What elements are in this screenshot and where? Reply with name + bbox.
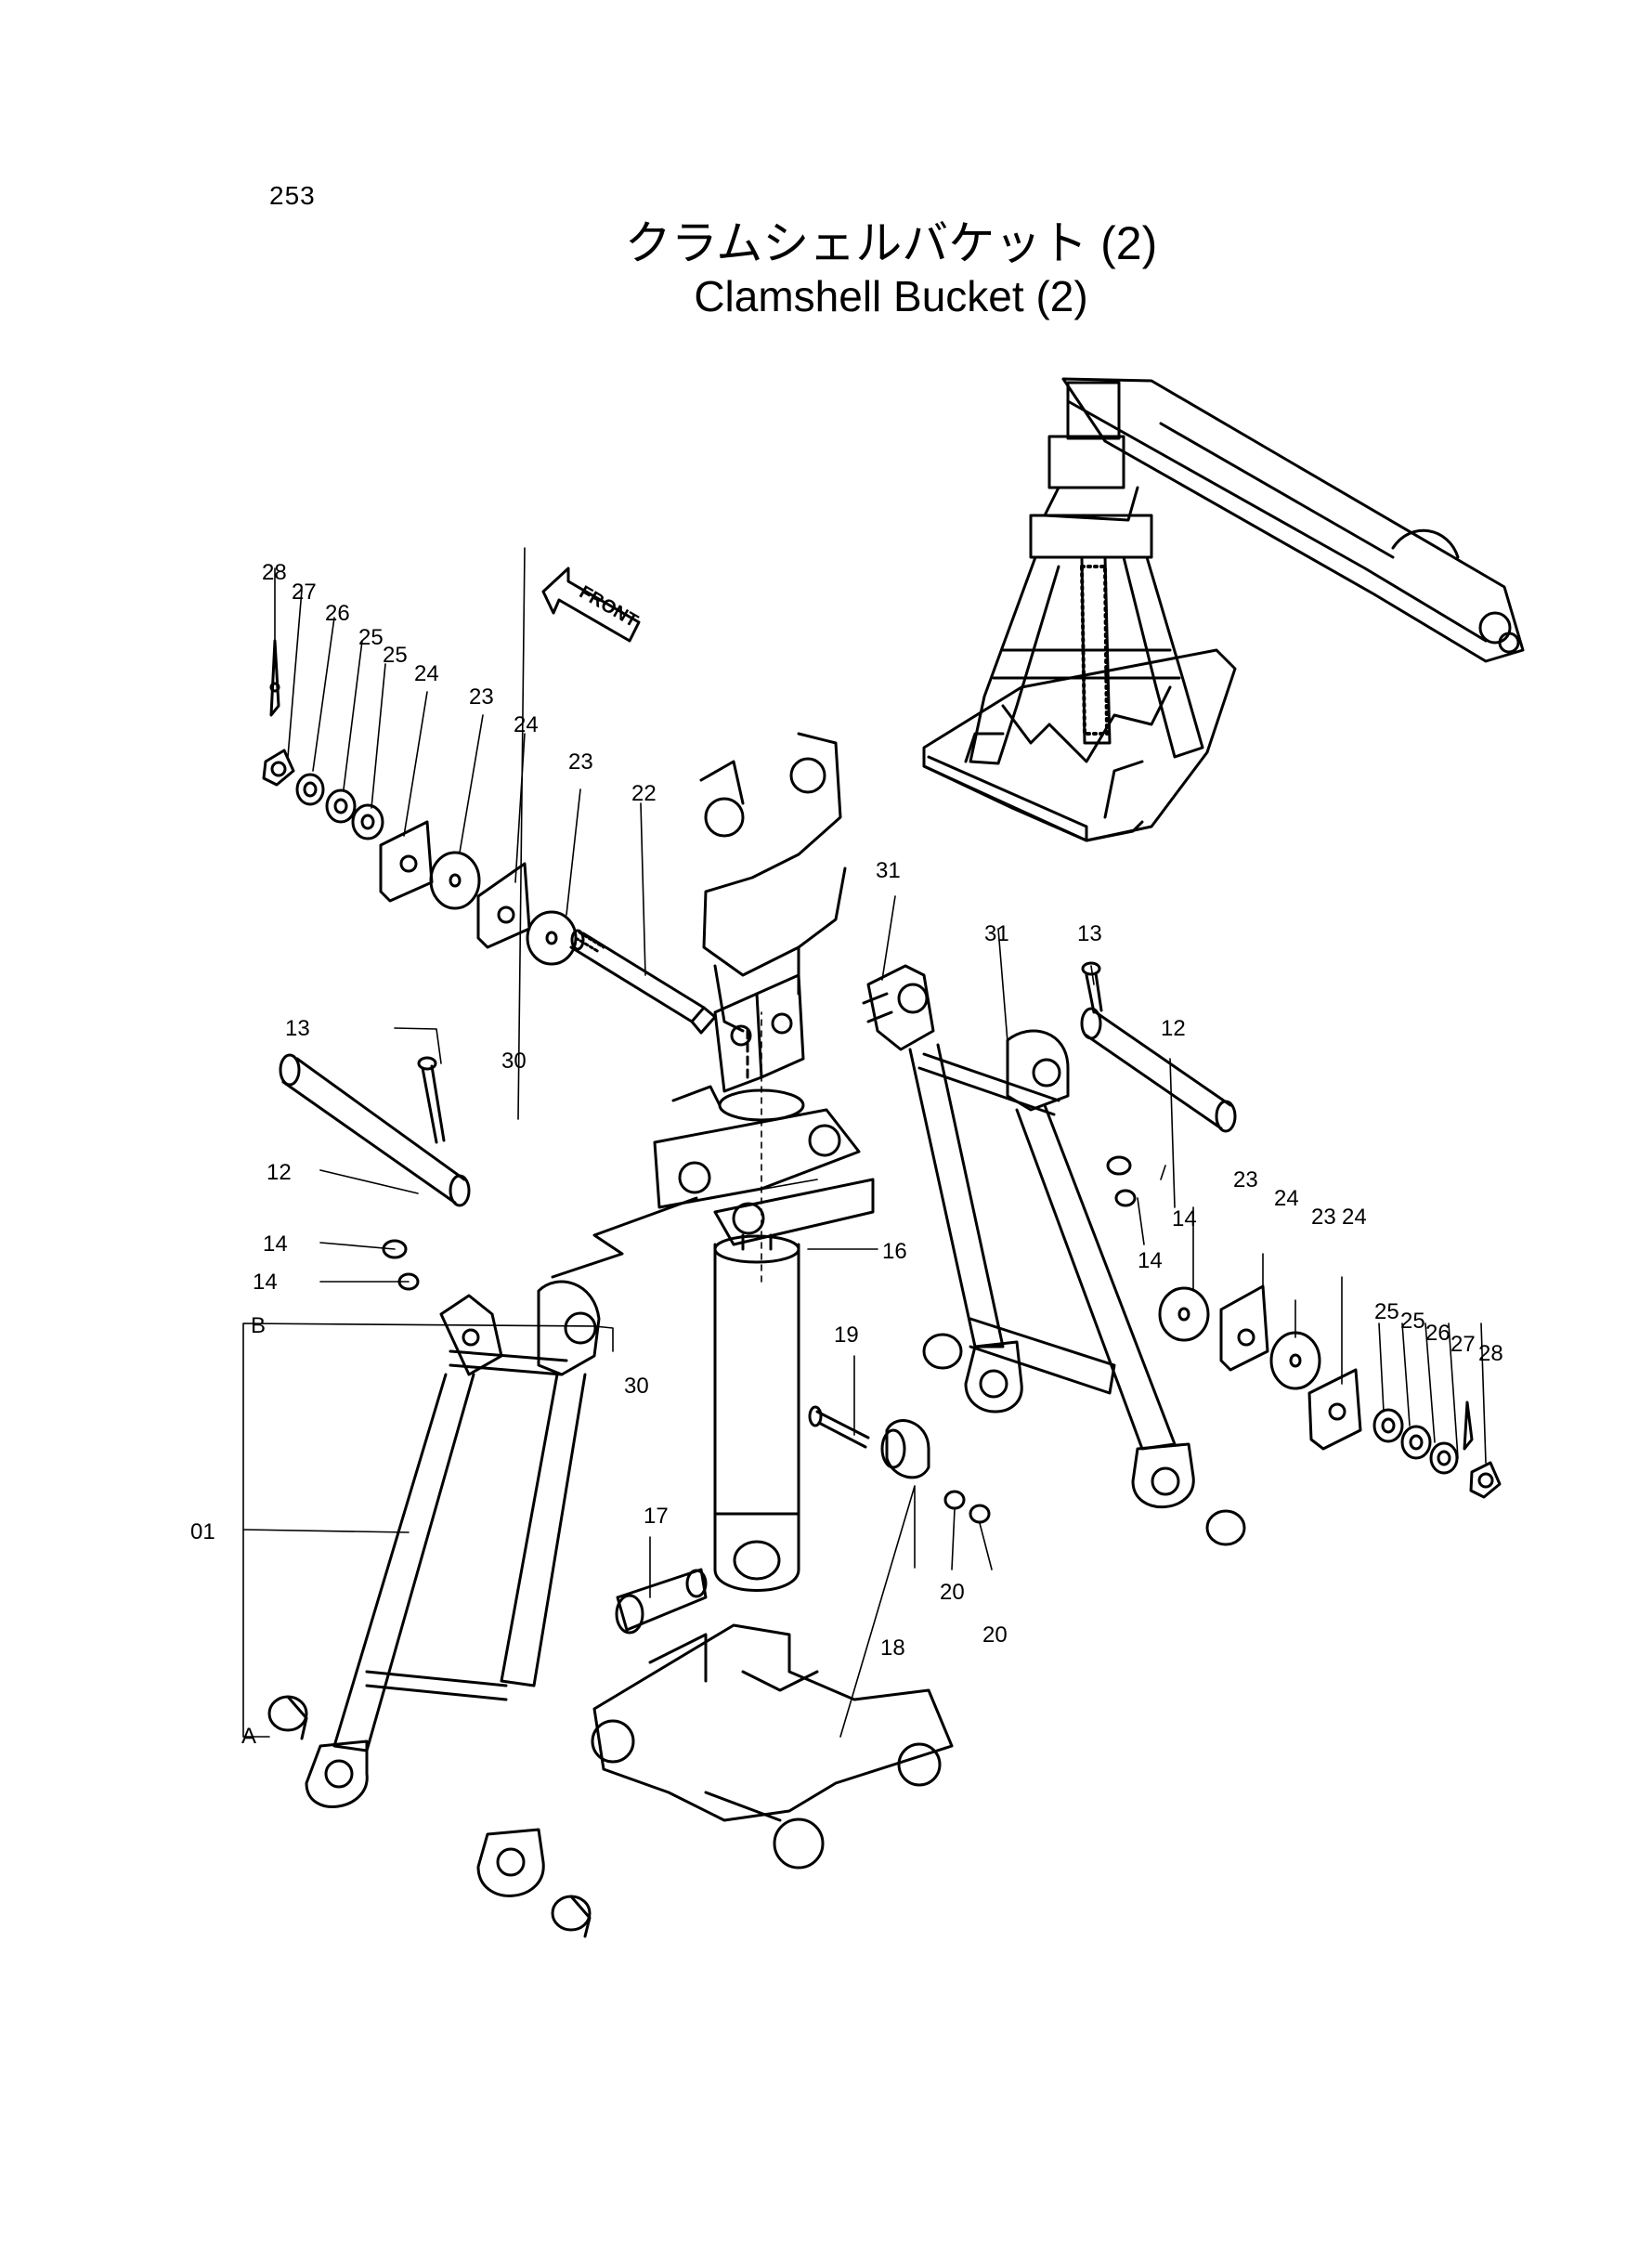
callout-B: B [251,1313,266,1338]
callout-28-left: 28 [262,560,287,585]
callout-13-right: 13 [1077,921,1102,946]
pin-22 [569,929,717,1035]
callout-24b-left: 24 [514,712,539,737]
callout-12-left: 12 [267,1160,292,1185]
callout-26-right: 26 [1425,1321,1450,1346]
callout-14b-left: 14 [253,1270,278,1295]
title-english: Clamshell Bucket (2) [694,272,1088,320]
title-japanese: クラムシェルバケット (2) [624,217,1158,269]
callout-27-left: 27 [292,580,317,605]
callout-14a-right: 14 [1172,1206,1197,1231]
callout-30a: 30 [501,1049,527,1074]
callout-26-left: 26 [325,601,350,626]
callout-12-right: 12 [1161,1016,1186,1041]
callout-23a-left: 23 [469,684,494,710]
bottom-base-frame [591,1623,954,1870]
callout-23a-right: 23 [1233,1167,1258,1192]
callout-14b-right: 14 [1138,1248,1163,1273]
callout-13-left: 13 [285,1016,310,1041]
left-pin-12-assembly [279,1053,471,1291]
callout-27-right: 27 [1450,1332,1476,1357]
clamshell-overview-illustration [922,377,1525,842]
callout-25b-left: 25 [383,643,408,668]
upper-hanger-bracket [699,732,847,1079]
right-pin-12-assembly [1080,961,1237,1207]
page-number: 253 [269,181,316,210]
callout-24b-right: 24 [1342,1205,1367,1230]
callout-22: 22 [631,781,657,806]
callout-28-right: 28 [1478,1341,1503,1366]
left-pin-hardware-stack [262,639,578,966]
callout-17: 17 [644,1504,669,1529]
callout-16: 16 [882,1239,907,1264]
right-pin-hardware-stack [1158,1284,1502,1499]
callout-25a-left: 25 [358,625,384,650]
front-label: FRONT [576,582,642,632]
callout-20a: 20 [940,1580,965,1605]
callout-24a-left: 24 [414,661,439,686]
callout-01: 01 [190,1519,215,1544]
callout-31a: 31 [876,858,901,883]
center-bottom-pin-hardware [615,1405,991,1635]
callout-24a-right: 24 [1274,1186,1299,1211]
callout-30b: 30 [624,1374,649,1399]
callout-18: 18 [880,1635,905,1661]
callout-25a-right: 25 [1374,1299,1399,1324]
callout-23b-right: 23 [1311,1205,1336,1230]
callout-A: A [241,1724,256,1749]
callout-31b: 31 [984,921,1009,946]
leader-lines [242,547,1487,1738]
front-direction-arrow: FRONT [541,567,642,643]
callout-25b-right: 25 [1400,1309,1425,1334]
callout-19: 19 [834,1322,859,1348]
callout-14a-left: 14 [263,1231,288,1257]
right-link-frame [862,964,1246,1546]
left-link-frame-01 [267,1280,601,1938]
hydraulic-cylinder-16 [713,1233,800,1592]
callout-23b-left: 23 [568,749,593,775]
callout-labels: 28 27 26 25 25 24 23 24 23 22 31 31 13 1… [190,560,1503,1749]
callout-20b: 20 [982,1622,1008,1648]
